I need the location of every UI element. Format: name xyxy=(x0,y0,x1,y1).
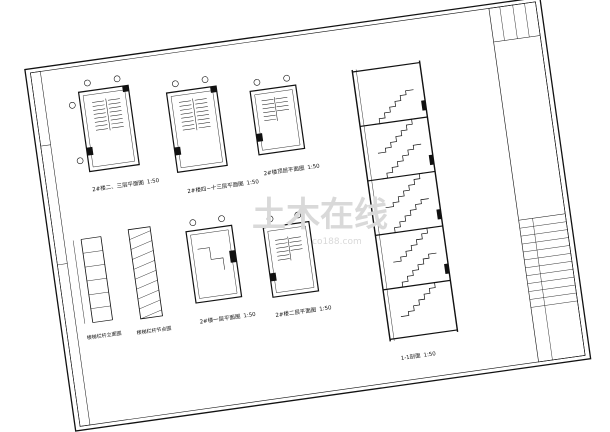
sheet-border xyxy=(24,0,592,432)
railing-elevation: 楼梯栏杆立面图 xyxy=(72,236,122,342)
railing-detail: 楼梯栏杆节点图 xyxy=(127,226,172,337)
watermark-subtext: co188.com xyxy=(312,237,362,247)
elevation-title: 楼梯栏杆立面图 xyxy=(86,330,122,342)
detail-title: 楼梯栏杆节点图 xyxy=(136,325,172,337)
watermark-text: 土木在线 xyxy=(252,195,388,235)
binding-strip xyxy=(30,71,91,427)
watermark: 土木在线 co188.com xyxy=(252,195,388,247)
title-block xyxy=(488,1,586,363)
